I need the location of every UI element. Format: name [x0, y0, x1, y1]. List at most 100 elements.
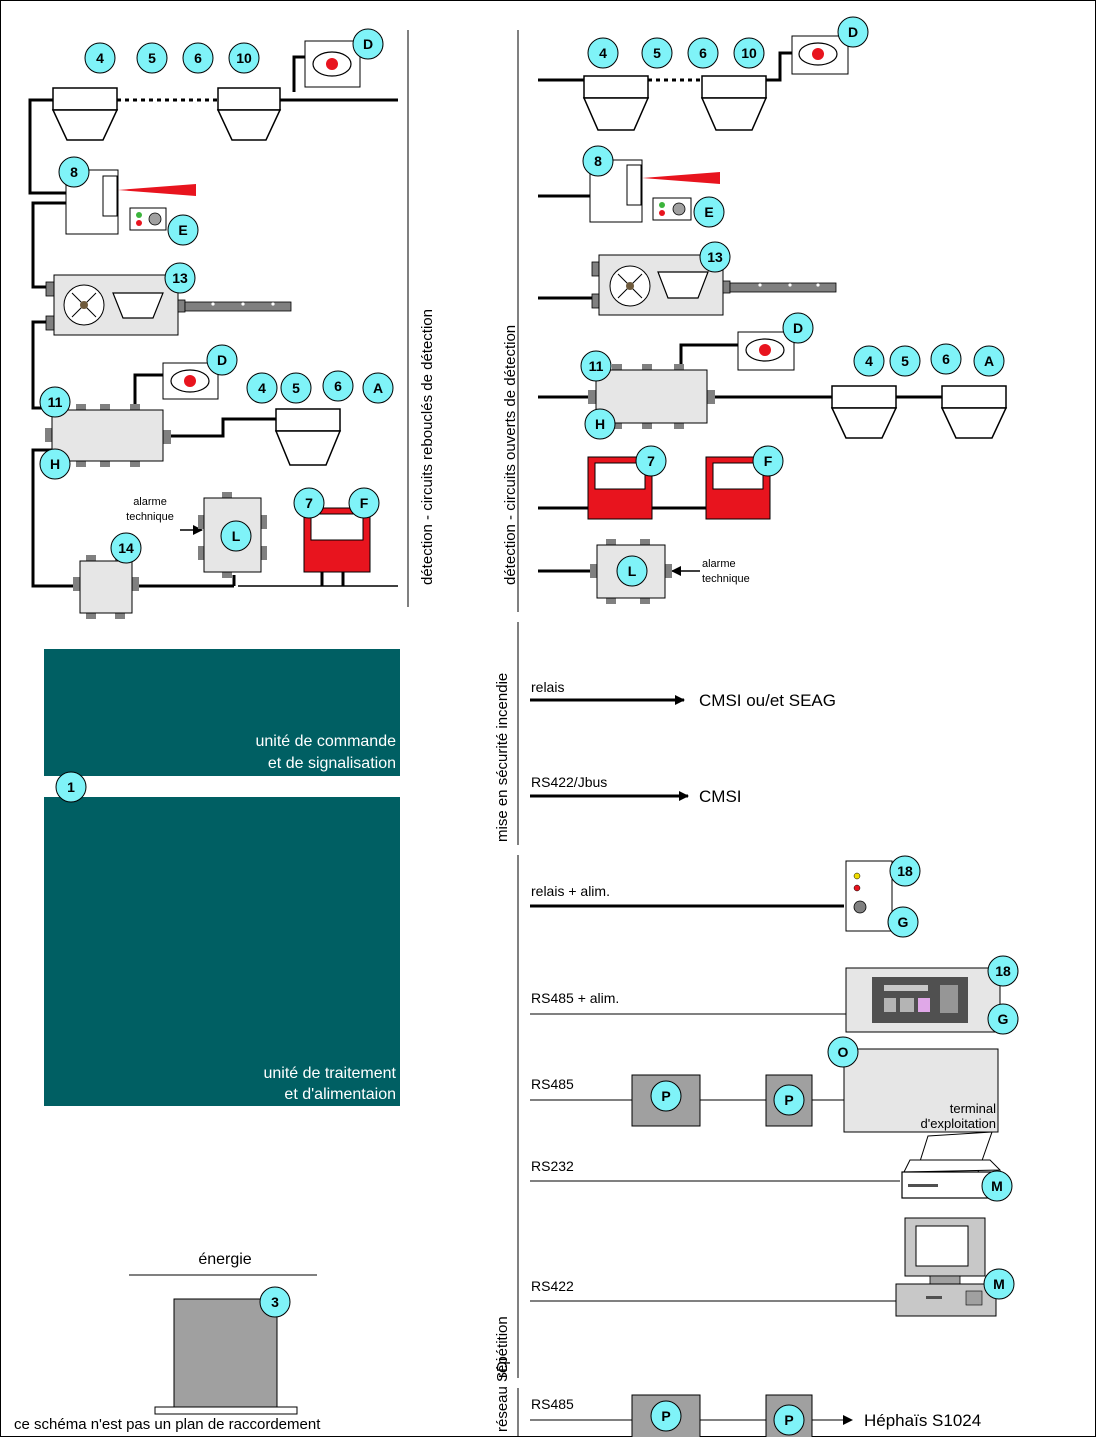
svg-text:13: 13 — [172, 270, 188, 286]
processing-unit-label-1: unité de traitement — [263, 1065, 396, 1082]
badge-13: 13 — [699, 241, 731, 273]
badge-4: 4 — [246, 372, 278, 404]
relay-repeater — [845, 860, 893, 932]
open-detection-circuit: alarme technique — [538, 51, 942, 585]
badge-6: 6 — [930, 343, 962, 375]
badge-7: 7 — [293, 487, 325, 519]
svg-text:5: 5 — [653, 45, 661, 61]
badge-P: P — [650, 1080, 682, 1112]
relay-power-label: relais + alim. — [531, 883, 610, 899]
processing-and-power-unit — [44, 797, 400, 1106]
svg-text:G: G — [998, 1011, 1009, 1027]
svg-text:6: 6 — [942, 351, 950, 367]
svg-text:11: 11 — [48, 394, 63, 410]
badge-7: 7 — [635, 445, 667, 477]
repetition-links: relais + alim. RS485 + alim. RS485 RS232… — [530, 883, 900, 1302]
badge-P: P — [650, 1400, 682, 1432]
badge-E: E — [167, 214, 199, 246]
svg-text:A: A — [984, 353, 994, 369]
svg-text:M: M — [991, 1178, 1003, 1194]
manual-call-point — [162, 362, 219, 400]
badge-5: 5 — [136, 42, 168, 74]
technical-alarm-label-2: technique — [702, 573, 750, 585]
svg-text:H: H — [595, 416, 605, 432]
svg-text:4: 4 — [599, 45, 607, 61]
svg-text:18: 18 — [995, 963, 1011, 979]
svg-text:14: 14 — [118, 540, 134, 556]
badge-D: D — [837, 16, 869, 48]
power-supply — [154, 1298, 298, 1415]
badge-G: G — [887, 906, 919, 938]
section-repetition: répétition — [494, 1316, 511, 1378]
svg-text:M: M — [993, 1276, 1005, 1292]
svg-text:13: 13 — [707, 249, 723, 265]
operating-terminal — [843, 1048, 999, 1133]
detector-head — [274, 408, 342, 466]
svg-text:7: 7 — [647, 453, 655, 469]
section-open-detection: détection - circuits ouverts de détectio… — [502, 325, 519, 585]
rs232-label: RS232 — [531, 1158, 574, 1174]
detector-head — [582, 75, 650, 131]
badge-18: 18 — [987, 955, 1019, 987]
svg-text:L: L — [232, 528, 241, 544]
svg-text:D: D — [363, 36, 373, 52]
badge-G: G — [987, 1003, 1019, 1035]
svg-text:5: 5 — [148, 50, 156, 66]
control-and-signaling-unit — [44, 649, 400, 776]
sdi-target-label: Héphaïs S1024 — [864, 1411, 981, 1430]
energy-label: énergie — [198, 1251, 251, 1268]
badge-10: 10 — [733, 37, 765, 69]
badge-O: O — [827, 1036, 859, 1068]
rs422-jbus-label: RS422/Jbus — [531, 774, 607, 790]
fire-safety-links: relais CMSI ou/et SEAG RS422/Jbus CMSI — [530, 679, 836, 806]
svg-text:P: P — [661, 1088, 670, 1104]
svg-text:E: E — [178, 222, 187, 238]
svg-text:6: 6 — [699, 45, 707, 61]
sdi-network-links: RS485 Héphaïs S1024 — [530, 1396, 981, 1430]
svg-text:G: G — [898, 914, 909, 930]
badge-1: 1 — [55, 771, 87, 803]
interface-module — [45, 404, 171, 467]
red-sounder — [303, 507, 371, 573]
badge-8: 8 — [582, 145, 614, 177]
svg-text:D: D — [217, 352, 227, 368]
badge-A: A — [362, 372, 394, 404]
badge-11: 11 — [580, 350, 612, 382]
badge-E: E — [693, 196, 725, 228]
detector-head — [51, 87, 119, 141]
svg-text:A: A — [373, 380, 383, 396]
badge-5: 5 — [889, 345, 921, 377]
detector-head — [700, 75, 768, 131]
svg-text:18: 18 — [897, 863, 913, 879]
manual-call-point — [304, 40, 361, 88]
section-sdi-network: réseau SDi — [494, 1358, 511, 1432]
badge-P: P — [773, 1084, 805, 1116]
svg-text:H: H — [50, 456, 60, 472]
manual-call-point — [791, 35, 849, 75]
loop-isolator-module — [73, 555, 139, 619]
svg-text:L: L — [628, 563, 637, 579]
section-fire-safety: mise en sécurité incendie — [494, 673, 511, 842]
svg-text:D: D — [848, 24, 858, 40]
badge-M: M — [981, 1170, 1013, 1202]
badge-3: 3 — [259, 1286, 291, 1318]
badge-4: 4 — [853, 345, 885, 377]
badge-A: A — [973, 345, 1005, 377]
badge-L: L — [616, 555, 648, 587]
badge-L: L — [220, 520, 252, 552]
technical-alarm-label-1: alarme — [133, 496, 167, 508]
badge-P: P — [773, 1404, 805, 1436]
badge-H: H — [39, 448, 71, 480]
control-unit-label-2: et de signalisation — [268, 755, 396, 772]
beam-detector — [65, 169, 196, 235]
badge-F: F — [752, 445, 784, 477]
rs485-power-label: RS485 + alim. — [531, 990, 619, 1006]
svg-text:5: 5 — [292, 380, 300, 396]
svg-text:4: 4 — [865, 353, 873, 369]
rs422-jbus-target-label: CMSI — [699, 787, 742, 806]
svg-text:3: 3 — [271, 1294, 279, 1310]
badge-5: 5 — [280, 372, 312, 404]
svg-text:8: 8 — [70, 164, 78, 180]
control-unit-label-1: unité de commande — [255, 733, 396, 750]
